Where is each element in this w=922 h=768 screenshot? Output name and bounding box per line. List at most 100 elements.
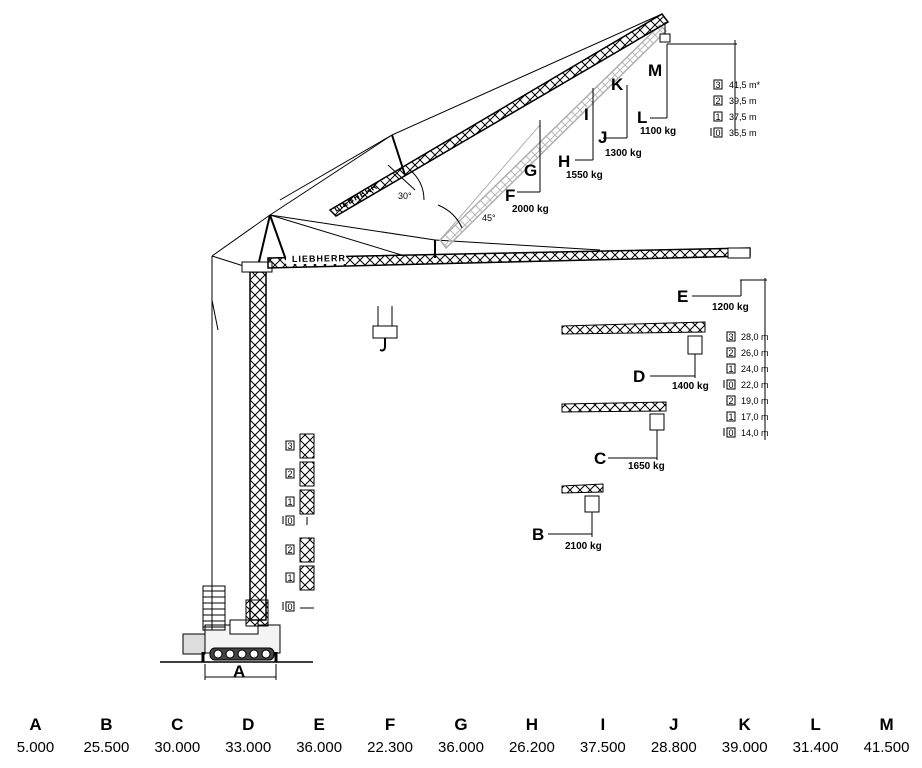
label-m: M [648, 61, 662, 80]
luffing-dimensions [517, 40, 737, 193]
horizontal-height-code-3-box [726, 379, 736, 390]
label-b: B [532, 525, 544, 544]
table-header-b: B [100, 715, 112, 734]
brand-jib: LIEBHERR [292, 253, 346, 264]
horizontal-height-code-6: 0 [729, 428, 734, 438]
horizontal-height-code-4-box [726, 395, 736, 406]
table-value-f: 22.300 [367, 739, 413, 756]
table-value-b: 25.500 [83, 739, 129, 756]
mast-section-code-6-box [285, 601, 295, 612]
label-d: D [633, 367, 645, 386]
mast-section-boxes [299, 433, 315, 609]
luffing-jib-30 [269, 13, 670, 217]
label-i: I [584, 105, 589, 124]
luffing-height-0: 41,5 m* [729, 80, 761, 90]
horizontal-height-code-5-box [726, 411, 736, 422]
horizontal-height-code-4: 2 [729, 396, 734, 406]
table-value-a: 5.000 [17, 739, 55, 756]
label-k: K [611, 75, 624, 94]
mast-section-code-0: 3 [288, 441, 293, 451]
label-l: L [637, 108, 647, 127]
luffing-jib-45 [437, 23, 668, 250]
horizontal-height-code-0: 3 [729, 332, 734, 342]
table-value-c: 30.000 [154, 739, 200, 756]
table-header-f: F [385, 715, 395, 734]
horizontal-dimensions [692, 278, 767, 440]
mast-section-code-4-box [285, 544, 295, 555]
angle-45: 45° [482, 213, 496, 223]
luffing-height-code-0-box [713, 79, 723, 90]
table-header-d: D [242, 715, 254, 734]
horizontal-height-code-2: 1 [729, 364, 734, 374]
luffing-height-code-3-box [713, 127, 723, 138]
counterweight-stack [202, 585, 226, 631]
horizontal-height-5: 17,0 m [741, 412, 769, 422]
reduced-jib-d [561, 321, 706, 378]
luffing-height-2: 37,5 m [729, 112, 757, 122]
table-value-d: 33.000 [225, 739, 271, 756]
horizontal-height-2: 24,0 m [741, 364, 769, 374]
horizontal-height-code-5: 1 [729, 412, 734, 422]
table-value-e: 36.000 [296, 739, 342, 756]
horizontal-height-code-1: 2 [729, 348, 734, 358]
load-j: 1300 kg [605, 148, 642, 159]
load-f: 2000 kg [512, 204, 549, 215]
horizontal-height-code-3: 0 [729, 380, 734, 390]
load-h: 1550 kg [566, 170, 603, 181]
label-a: A [233, 662, 245, 681]
angle-30: 30° [398, 191, 412, 201]
table-value-m: 41.500 [864, 739, 910, 756]
luffing-height-code-2: 1 [716, 112, 721, 122]
table-value-k: 39.000 [722, 739, 768, 756]
table-value-j: 28.800 [651, 739, 697, 756]
mast-section-code-4: 2 [288, 545, 293, 555]
reduced-jib-c [561, 401, 667, 460]
luffing-height-code-1: 2 [716, 96, 721, 106]
horizontal-jib [267, 214, 751, 269]
mast-section-code-3-box [285, 515, 295, 526]
dimension-a [204, 664, 277, 680]
horizontal-height-3: 22,0 m [741, 380, 769, 390]
luffing-hook [659, 22, 671, 43]
load-d: 1400 kg [672, 381, 709, 392]
luffing-height-1: 39,5 m [729, 96, 757, 106]
horizontal-height-0: 28,0 m [741, 332, 769, 342]
mast-section-code-2: 1 [288, 497, 293, 507]
mast-section-code-5-box [285, 572, 295, 583]
luffing-height-code-1-box [713, 95, 723, 106]
luffing-height-3: 35,5 m [729, 128, 757, 138]
mast-section-code-6: 0 [288, 602, 293, 612]
load-b: 2100 kg [565, 541, 602, 552]
horizontal-height-code-1-box [726, 347, 736, 358]
load-l: 1100 kg [640, 126, 676, 137]
table-header-h: H [526, 715, 538, 734]
mast-section-code-1-box [285, 468, 295, 479]
table-header-a: A [29, 715, 41, 734]
label-j: J [598, 128, 607, 147]
horizontal-height-1: 26,0 m [741, 348, 769, 358]
table-header-i: I [600, 715, 605, 734]
horizontal-height-code-0-box [726, 331, 736, 342]
load-e: 1200 kg [712, 302, 749, 313]
mast-section-code-2-box [285, 496, 295, 507]
horizontal-height-code-6-box [726, 427, 736, 438]
label-g: G [524, 161, 537, 180]
table-header-c: C [171, 715, 183, 734]
horizontal-height-code-2-box [726, 363, 736, 374]
label-c: C [594, 449, 606, 468]
load-c: 1650 kg [628, 461, 665, 472]
hook-block [372, 306, 398, 352]
label-h: H [558, 152, 570, 171]
mast-section-code-3: 0 [288, 516, 293, 526]
table-value-g: 36.000 [438, 739, 484, 756]
luffing-height-code-0: 3 [716, 80, 721, 90]
tower-head [211, 214, 287, 273]
reduced-jib-b [548, 483, 604, 537]
mast-section-code-5: 1 [288, 573, 293, 583]
table-header-m: M [879, 715, 893, 734]
horizontal-height-6: 14,0 m [741, 428, 769, 438]
table-value-h: 26.200 [509, 739, 555, 756]
table-value-i: 37.500 [580, 739, 626, 756]
luffing-height-code-3: 0 [716, 128, 721, 138]
